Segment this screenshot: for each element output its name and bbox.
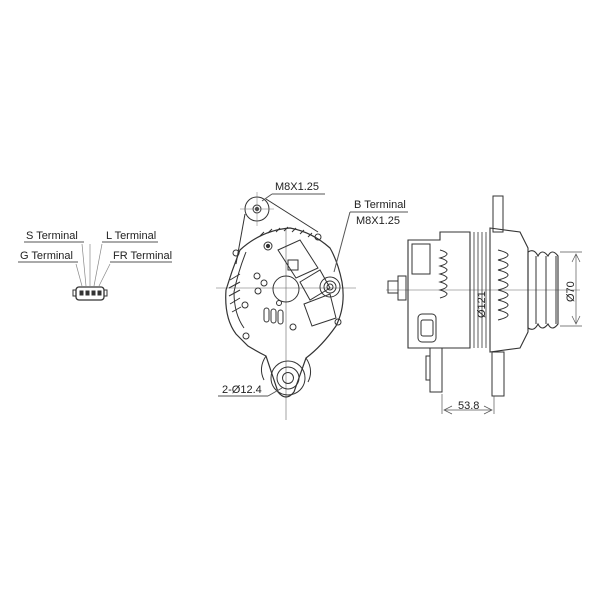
mount-offset-label: 53.8 xyxy=(458,400,480,412)
body-diameter-label: Ø121 xyxy=(476,291,488,318)
b-terminal-label: B Terminal xyxy=(354,199,406,211)
connector-icon xyxy=(18,241,172,301)
b-terminal-thread-label: M8X1.25 xyxy=(356,215,401,227)
mount-thread-label: M8X1.25 xyxy=(275,181,320,193)
rear-view xyxy=(216,192,408,420)
l-terminal-label: L Terminal xyxy=(106,230,157,242)
side-view xyxy=(386,195,582,415)
s-terminal-label: S Terminal xyxy=(26,230,78,242)
g-terminal-label: G Terminal xyxy=(20,250,73,262)
pulley-diameter-label: Ø70 xyxy=(565,281,577,302)
fr-terminal-label: FR Terminal xyxy=(113,250,173,262)
mount-holes-label: 2-Ø12.4 xyxy=(222,384,262,396)
